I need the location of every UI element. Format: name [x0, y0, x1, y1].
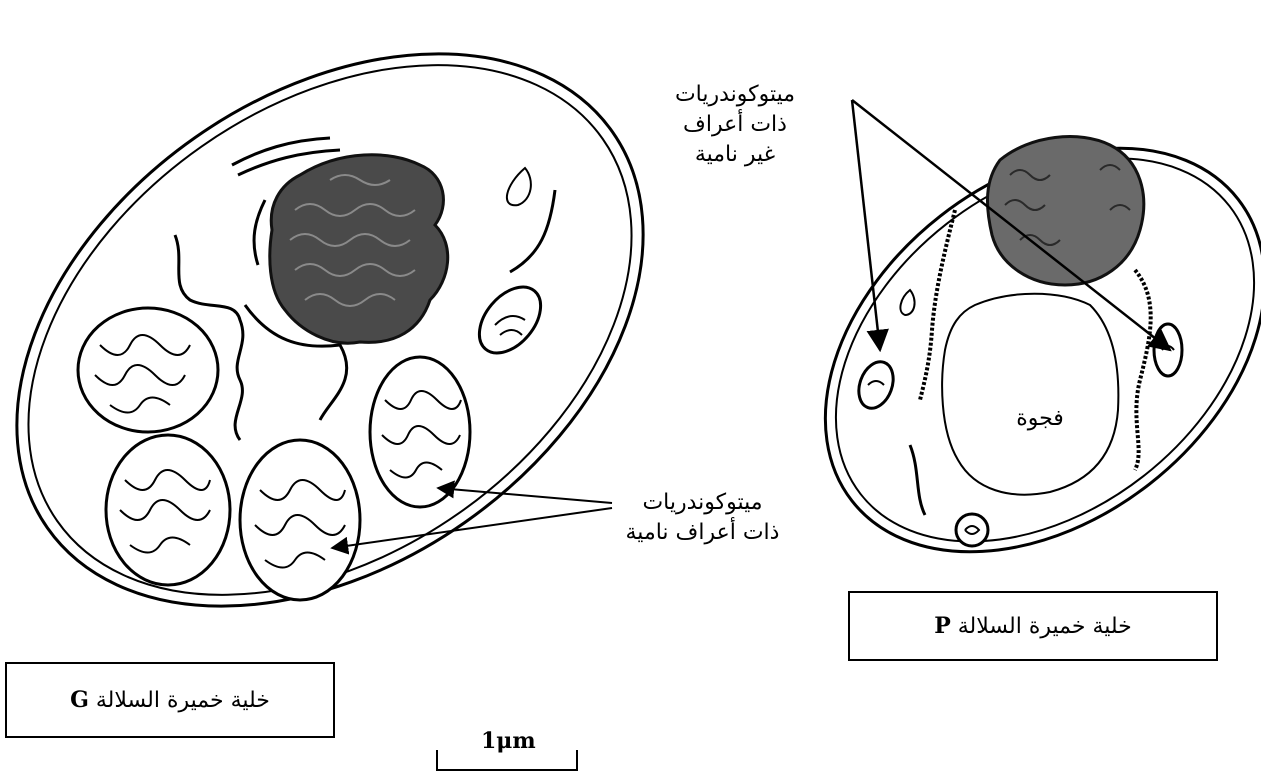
cell-g-mitochondrion-1: [78, 308, 218, 432]
caption-text: خلية خميرة السلالة: [958, 614, 1132, 639]
cell-p-mitochondrion-bottom: [956, 514, 988, 546]
arrow-to-mitochondrion-3: [332, 508, 612, 548]
cell-g-er-strand: [254, 200, 265, 265]
caption-box-cell-g: خلية خميرة السلالة G: [5, 662, 335, 738]
label-cristae-undeveloped: ميتوكوندريات ذات أعراف غير نامية: [640, 80, 830, 170]
caption-cell-p: خلية خميرة السلالة P: [934, 613, 1132, 639]
caption-cell-g: خلية خميرة السلالة G: [70, 687, 270, 713]
label-line: غير نامية: [640, 140, 830, 170]
cell-g-nucleus: [270, 155, 448, 343]
caption-text: خلية خميرة السلالة: [96, 688, 270, 713]
label-line: ميتوكوندريات: [640, 80, 830, 110]
scale-bar-label: 1μm: [481, 728, 536, 754]
strain-label: P: [934, 613, 951, 639]
cell-p-er-strand: [910, 445, 925, 515]
cell-g-mitochondrion-3: [240, 440, 360, 600]
caption-box-cell-p: خلية خميرة السلالة P: [848, 591, 1218, 661]
cell-p-mitochondrion-left: [853, 357, 899, 413]
label-line: ذات أعراف: [640, 110, 830, 140]
label-line: ذات أعراف نامية: [590, 518, 815, 548]
label-line: ميتوكوندريات: [590, 488, 815, 518]
cell-p-small-vacuole: [900, 290, 914, 315]
label-cristae-developed: ميتوكوندريات ذات أعراف نامية: [590, 488, 815, 548]
cell-g: [0, 0, 747, 720]
cell-p-vacuole: [942, 294, 1118, 495]
cell-g-mitochondrion-4: [370, 357, 470, 507]
cell-g-small-vacuole: [507, 168, 531, 205]
cell-p-nucleus: [987, 137, 1143, 285]
label-vacuole: فجوة: [990, 404, 1090, 434]
cell-g-mitochondrion-2: [106, 435, 230, 585]
strain-label: G: [70, 687, 89, 713]
cell-g-mitochondrion-small: [467, 275, 553, 364]
arrow-to-mitochondrion-4: [438, 488, 612, 503]
cell-p-er-strand: [1135, 270, 1151, 470]
